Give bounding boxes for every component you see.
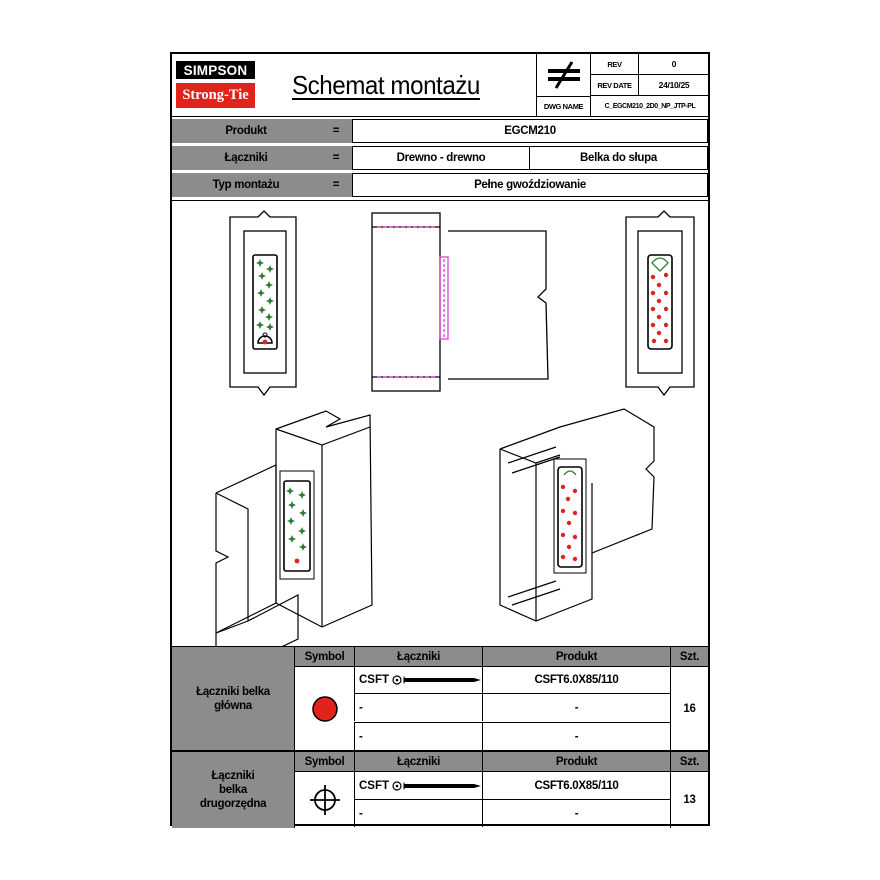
red-fastener-pattern-iso bbox=[560, 484, 578, 562]
not-equal-icon bbox=[547, 61, 580, 89]
table-row: - - bbox=[354, 722, 670, 751]
col-header-qty: Szt. bbox=[670, 647, 708, 667]
secondary-beam-group-label: Łączniki belka drugorzędna bbox=[172, 752, 294, 828]
product-cell: - bbox=[482, 723, 670, 750]
main-beam-group-label: Łączniki belka główna bbox=[172, 647, 294, 751]
info-value-mount-type: Pełne gwoździowanie bbox=[352, 173, 708, 197]
info-eq: = bbox=[320, 146, 352, 170]
info-eq: = bbox=[320, 173, 352, 197]
qty-cell: 16 bbox=[670, 667, 708, 751]
side-view bbox=[371, 212, 549, 392]
symbol-cell bbox=[294, 667, 354, 751]
isometric-view-right bbox=[499, 408, 655, 622]
red-fastener-pattern-front bbox=[650, 272, 669, 344]
not-equal-symbol-box bbox=[536, 54, 590, 96]
logo-strong-tie: Strong-Tie bbox=[176, 83, 255, 108]
main-beam-fasteners-table: Łączniki belka główna Symbol Łączniki Pr… bbox=[172, 646, 708, 751]
col-header-product: Produkt bbox=[482, 752, 670, 772]
dwg-name-value: C_EGCM210_2D0_NP_JTP-PL bbox=[604, 102, 696, 110]
technical-drawing bbox=[215, 210, 695, 664]
front-view-main-beam bbox=[229, 210, 297, 397]
product-cell: CSFT6.0X85/110 bbox=[482, 667, 670, 693]
info-value-product: EGCM210 bbox=[352, 119, 708, 143]
red-dot-icon bbox=[311, 696, 338, 722]
info-value-connection: Drewno - drewno bbox=[352, 146, 530, 170]
fastener-cell: - bbox=[354, 694, 482, 721]
col-header-product: Produkt bbox=[482, 647, 670, 667]
product-cell: CSFT6.0X85/110 bbox=[482, 772, 670, 799]
rev-grid: REV 0 REV DATE 24/10/25 C_EGCM210_2D0_NP… bbox=[590, 54, 709, 116]
fastener-cell: CSFT bbox=[354, 667, 482, 693]
table-row: CSFT CSFT6.0X85/110 bbox=[354, 772, 670, 799]
info-table: Produkt = EGCM210 Łączniki = Drewno - dr… bbox=[172, 116, 708, 200]
fastener-cell: CSFT bbox=[354, 772, 482, 799]
info-label-mount-type: Typ montażu bbox=[172, 173, 320, 197]
info-eq: = bbox=[320, 119, 352, 143]
col-header-fasteners: Łączniki bbox=[354, 752, 482, 772]
green-fastener-pattern-front bbox=[256, 259, 274, 331]
product-cell: - bbox=[482, 800, 670, 827]
col-header-qty: Szt. bbox=[670, 752, 708, 772]
fastener-name: CSFT bbox=[359, 779, 390, 792]
col-header-symbol: Symbol bbox=[294, 752, 354, 772]
front-view-secondary-beam bbox=[625, 210, 695, 397]
green-fastener-pattern-iso bbox=[286, 487, 307, 564]
info-label-product: Produkt bbox=[172, 119, 320, 143]
table-row: - - bbox=[354, 693, 670, 722]
qty-cell: 13 bbox=[670, 772, 708, 828]
page-title: Schemat montażu bbox=[292, 70, 480, 100]
fastener-cell: - bbox=[354, 723, 482, 750]
crosshair-icon bbox=[309, 785, 340, 815]
rev-date-value: 24/10/25 bbox=[639, 75, 709, 96]
screw-icon bbox=[392, 780, 482, 791]
drawing-area bbox=[172, 200, 708, 664]
table-row: CSFT CSFT6.0X85/110 bbox=[354, 667, 670, 693]
screw-icon bbox=[392, 675, 482, 685]
info-label-fasteners: Łączniki bbox=[172, 146, 320, 170]
rev-value: 0 bbox=[639, 54, 709, 75]
logo-simpson: SIMPSON bbox=[176, 61, 255, 79]
isometric-view-left bbox=[215, 410, 373, 664]
rev-label: REV bbox=[591, 54, 639, 75]
header: SIMPSON Strong-Tie Schemat montażu DWG N… bbox=[172, 54, 709, 116]
secondary-beam-fasteners-table: Łączniki belka drugorzędna Symbol Łączni… bbox=[172, 750, 708, 828]
col-header-symbol: Symbol bbox=[294, 647, 354, 667]
rev-date-label: REV DATE bbox=[591, 75, 639, 96]
red-fastener-front bbox=[257, 332, 273, 345]
symbol-cell bbox=[294, 772, 354, 828]
dwg-name-label: DWG NAME bbox=[536, 96, 590, 116]
col-header-fasteners: Łączniki bbox=[354, 647, 482, 667]
drawing-sheet: SIMPSON Strong-Tie Schemat montażu DWG N… bbox=[170, 52, 710, 828]
fastener-name: CSFT bbox=[359, 674, 390, 686]
table-row: - - bbox=[354, 799, 670, 828]
info-value-connection-type: Belka do słupa bbox=[529, 146, 708, 170]
product-cell: - bbox=[482, 694, 670, 721]
fastener-cell: - bbox=[354, 800, 482, 827]
